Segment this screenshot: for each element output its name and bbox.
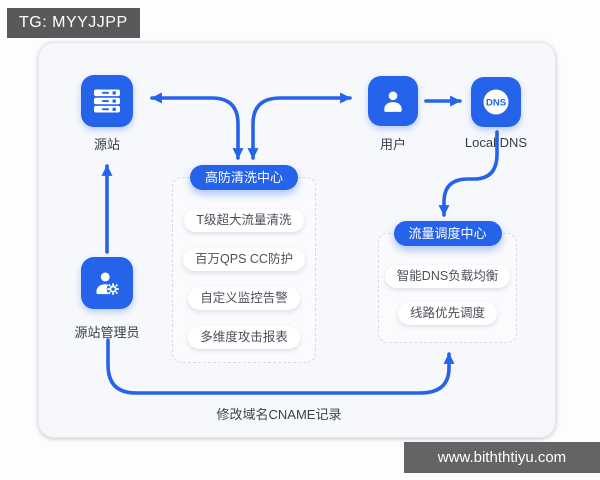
origin-server-icon [81, 75, 133, 127]
origin-admin-label: 源站管理员 [74, 325, 140, 340]
dns-icon-text: DNS [486, 98, 506, 109]
watermark-url: www.biththtiyu.com [404, 442, 600, 473]
user-label: 用户 [379, 137, 407, 152]
scheduling-center-group: 流量调度中心 智能DNS负载均衡 线路优先调度 [378, 221, 517, 343]
cname-annotation: 修改域名CNAME记录 [216, 407, 342, 422]
gear-badge-icon [106, 282, 120, 296]
cleaning-item-2: 百万QPS CC防护 [183, 248, 305, 271]
user-icon [384, 91, 402, 112]
user-node [368, 76, 418, 126]
tg-contact-badge: TG: MYYJJPP [7, 8, 140, 38]
server-icon [94, 89, 120, 113]
origin-server-label: 源站 [93, 137, 121, 152]
cleaning-center-group: 高防清洗中心 T级超大流量清洗 百万QPS CC防护 自定义监控告警 多维度攻击… [172, 165, 316, 363]
cleaning-item-4: 多维度攻击报表 [188, 326, 300, 349]
scheduling-item-1: 智能DNS负载均衡 [384, 265, 511, 288]
dns-icon: DNS [483, 89, 509, 115]
cleaning-center-title: 高防清洗中心 [189, 165, 299, 190]
origin-admin-node [81, 257, 133, 309]
local-dns-node: DNS [471, 77, 521, 127]
scheduling-center-title: 流量调度中心 [393, 221, 502, 246]
scheduling-item-2: 线路优先调度 [397, 302, 497, 325]
cleaning-item-1: T级超大流量清洗 [184, 209, 304, 232]
cleaning-item-3: 自定义监控告警 [188, 287, 300, 310]
local-dns-label: Local DNS [464, 135, 528, 150]
admin-gear-user-icon [96, 272, 120, 296]
